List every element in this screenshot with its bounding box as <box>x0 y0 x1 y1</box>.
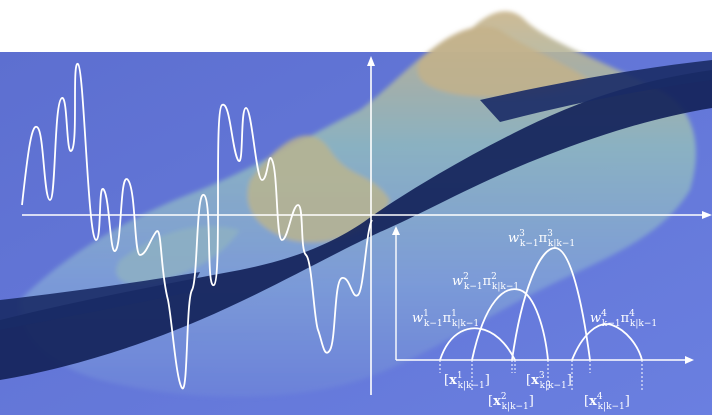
interval-label-1-open: [ <box>444 373 449 388</box>
interval-label-3-sub: k|k−1 <box>540 381 567 391</box>
weight-label-4-w: w <box>590 311 601 326</box>
weight-humps <box>439 247 643 361</box>
hump-4 <box>571 323 643 361</box>
interval-label-4-sup: 4 <box>597 392 603 402</box>
weight-label-3-pi-sub: k|k−1 <box>548 239 575 249</box>
interval-label-1-x: x <box>449 373 457 388</box>
weight-label-3-pi-sup: 3 <box>547 229 553 239</box>
interval-label-2-sup: 2 <box>501 392 507 402</box>
weight-label-4-w-sup: 4 <box>601 309 607 319</box>
interval-markers <box>439 360 643 392</box>
weight-label-2-pi: π <box>483 274 492 289</box>
weight-label-3-w-sup: 3 <box>519 229 525 239</box>
weight-label-1-w: w <box>412 311 423 326</box>
weight-label-4-pi: π <box>621 311 630 326</box>
weight-label-4-pi-sub: k|k−1 <box>630 319 657 329</box>
interval-label-2-close: ] <box>529 394 534 409</box>
interval-label-4-sub: k|k−1 <box>598 402 625 412</box>
particle-band <box>0 60 712 380</box>
interval-label-3-open: [ <box>526 373 531 388</box>
interval-label-2-sub: k|k−1 <box>502 402 529 412</box>
weight-label-2-w-sub: k−1 <box>464 282 483 292</box>
weight-label-2-pi-sup: 2 <box>491 272 497 282</box>
interval-label-3-close: ] <box>567 373 572 388</box>
inset-x-arrow <box>685 356 694 364</box>
interval-label-4-x: x <box>589 394 597 409</box>
inset-y-arrow <box>392 226 400 235</box>
interval-label-1-sup: 1 <box>457 371 463 381</box>
hump-3 <box>511 247 591 361</box>
interval-label-4-open: [ <box>584 394 589 409</box>
main-y-arrow <box>367 56 375 66</box>
weight-label-3-pi: π <box>539 231 548 246</box>
weight-label-1-pi-sub: k|k−1 <box>452 319 479 329</box>
interval-label-2-x: x <box>493 394 501 409</box>
weight-label-3-w-sub: k−1 <box>520 239 539 249</box>
weight-label-4-pi-sup: 4 <box>629 309 635 319</box>
weight-label-4-w-sub: k−1 <box>602 319 621 329</box>
weight-label-1-pi-sup: 1 <box>451 309 457 319</box>
weight-label-1-pi: π <box>443 311 452 326</box>
main-x-arrow <box>702 211 712 219</box>
hump-1 <box>439 327 516 361</box>
interval-label-3-x: x <box>531 373 539 388</box>
weight-label-2-pi-sub: k|k−1 <box>492 282 519 292</box>
inset-axes <box>392 226 694 364</box>
interval-label-1-sub: k|k−1 <box>458 381 485 391</box>
weight-label-2-w-sup: 2 <box>463 272 469 282</box>
weight-label-3-w: w <box>508 231 519 246</box>
hump-2 <box>471 288 549 361</box>
interval-label-2-open: [ <box>488 394 493 409</box>
weight-label-1-w-sup: 1 <box>423 309 429 319</box>
main-axes <box>22 56 712 395</box>
weight-label-1-w-sub: k−1 <box>424 319 443 329</box>
interval-label-4-close: ] <box>625 394 630 409</box>
interval-label-3-sup: 3 <box>539 371 545 381</box>
interval-label-1-close: ] <box>485 373 490 388</box>
weight-label-2-w: w <box>452 274 463 289</box>
signal-curve <box>21 63 373 389</box>
